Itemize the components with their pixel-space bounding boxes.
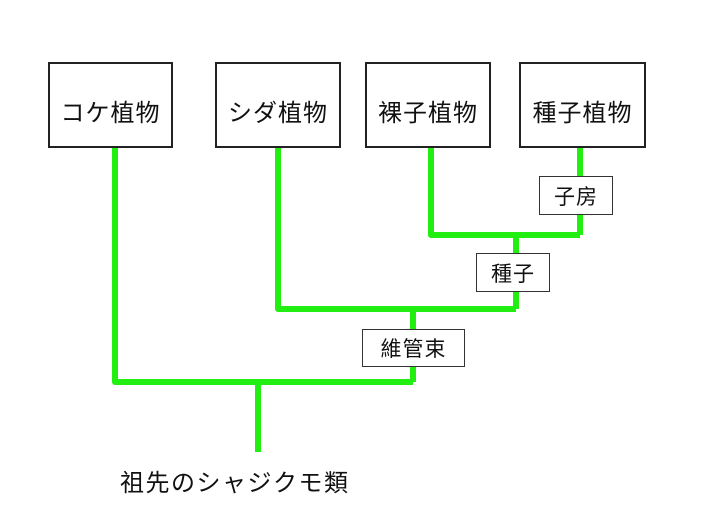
taxon-moss: コケ植物: [48, 62, 173, 148]
taxon-gymnosperm-label: 裸子植物: [378, 99, 478, 127]
trait-vascular-bundle-label: 維管束: [380, 337, 447, 361]
taxon-moss-label: コケ植物: [60, 99, 161, 127]
branch-gymnosperm: [428, 148, 580, 238]
branch-fern: [275, 148, 516, 312]
trait-vascular-bundle: 維管束: [362, 329, 465, 367]
taxon-fern-label: シダ植物: [228, 99, 328, 127]
trait-seed-label: 種子: [491, 261, 535, 286]
trait-seed: 種子: [476, 253, 550, 292]
taxon-fern: シダ植物: [215, 62, 341, 148]
trait-ovary-label: 子房: [554, 184, 598, 209]
trait-ovary: 子房: [539, 176, 613, 215]
taxon-seed-plant: 種子植物: [519, 62, 646, 148]
branch-moss: [112, 148, 413, 385]
root-ancestor-label: 祖先のシャジクモ類: [120, 469, 350, 497]
taxon-seed-plant-label: 種子植物: [532, 99, 633, 127]
taxon-gymnosperm: 裸子植物: [365, 62, 491, 148]
